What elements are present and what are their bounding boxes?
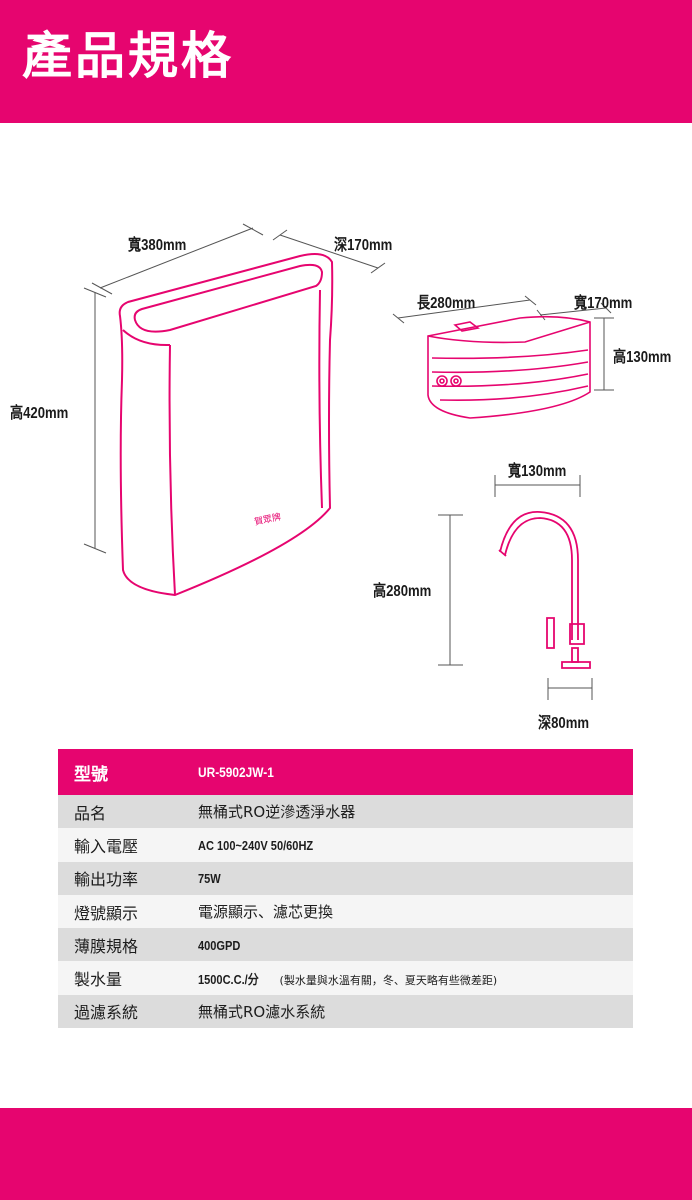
spec-row-label: 製水量 <box>74 970 123 990</box>
spec-header-row: 型號 UR-5902JW-1 <box>58 749 633 795</box>
unit-height-label: 高130mm <box>613 349 672 366</box>
spec-row-note: (製水量與水溫有關，冬、夏天略有些微差距) <box>279 973 498 987</box>
spec-row-value: 1500C.C./分(製水量與水溫有關，冬、夏天略有些微差距) <box>198 971 498 987</box>
product-diagram: 賀眾牌 <box>10 223 672 732</box>
faucet-depth-label: 深80mm <box>538 715 590 732</box>
spec-row: 薄膜規格 400GPD <box>58 928 633 962</box>
tank-logo: 賀眾牌 <box>253 511 282 528</box>
tank-width-label: 寬380mm <box>128 237 187 254</box>
spec-row-value: 400GPD <box>198 937 241 953</box>
spec-row-value: 75W <box>198 871 221 887</box>
spec-row-value: 無桶式RO濾水系統 <box>198 1002 326 1021</box>
spec-row-value: AC 100~240V 50/60HZ <box>198 837 314 853</box>
footer-banner <box>0 1108 692 1200</box>
faucet-illustration <box>498 511 591 669</box>
faucet-dimension-lines <box>438 475 593 700</box>
spec-table: 型號 UR-5902JW-1 品名 無桶式RO逆滲透淨水器 輸入電壓 AC 10… <box>58 749 633 1029</box>
ro-unit-illustration <box>427 315 591 419</box>
tank-height-label: 高420mm <box>10 405 69 422</box>
spec-row-value: 電源顯示、濾芯更換 <box>198 903 334 922</box>
spec-row-label: 品名 <box>74 803 107 823</box>
header-banner: 產品規格 <box>0 0 692 123</box>
spec-row: 燈號顯示 電源顯示、濾芯更換 <box>58 894 633 929</box>
spec-row-label: 薄膜規格 <box>74 936 139 956</box>
unit-length-label: 長280mm <box>417 295 476 312</box>
spec-row-label: 過濾系統 <box>74 1003 139 1023</box>
spec-header-label: 型號 <box>74 764 108 785</box>
faucet-width-label: 寬130mm <box>508 463 567 480</box>
unit-width-label: 寬170mm <box>574 295 633 312</box>
spec-row: 過濾系統 無桶式RO濾水系統 <box>58 994 633 1029</box>
unit-dimension-lines <box>392 295 614 391</box>
spec-row: 製水量 1500C.C./分(製水量與水溫有關，冬、夏天略有些微差距) <box>58 961 633 995</box>
tank-illustration <box>118 253 334 597</box>
spec-row: 輸出功率 75W <box>58 861 633 895</box>
spec-row: 輸入電壓 AC 100~240V 50/60HZ <box>58 828 633 862</box>
spec-row-label: 輸出功率 <box>74 870 139 890</box>
tank-dimension-lines <box>83 223 386 554</box>
faucet-height-label: 高280mm <box>373 583 432 600</box>
spec-header-value: UR-5902JW-1 <box>198 763 274 780</box>
spec-row-label: 燈號顯示 <box>74 903 139 923</box>
spec-row-value: 無桶式RO逆滲透淨水器 <box>198 803 356 822</box>
spec-row: 品名 無桶式RO逆滲透淨水器 <box>58 795 633 829</box>
spec-row-label: 輸入電壓 <box>74 836 139 856</box>
page-title: 產品規格 <box>22 27 234 85</box>
tank-depth-label: 深170mm <box>334 237 393 254</box>
